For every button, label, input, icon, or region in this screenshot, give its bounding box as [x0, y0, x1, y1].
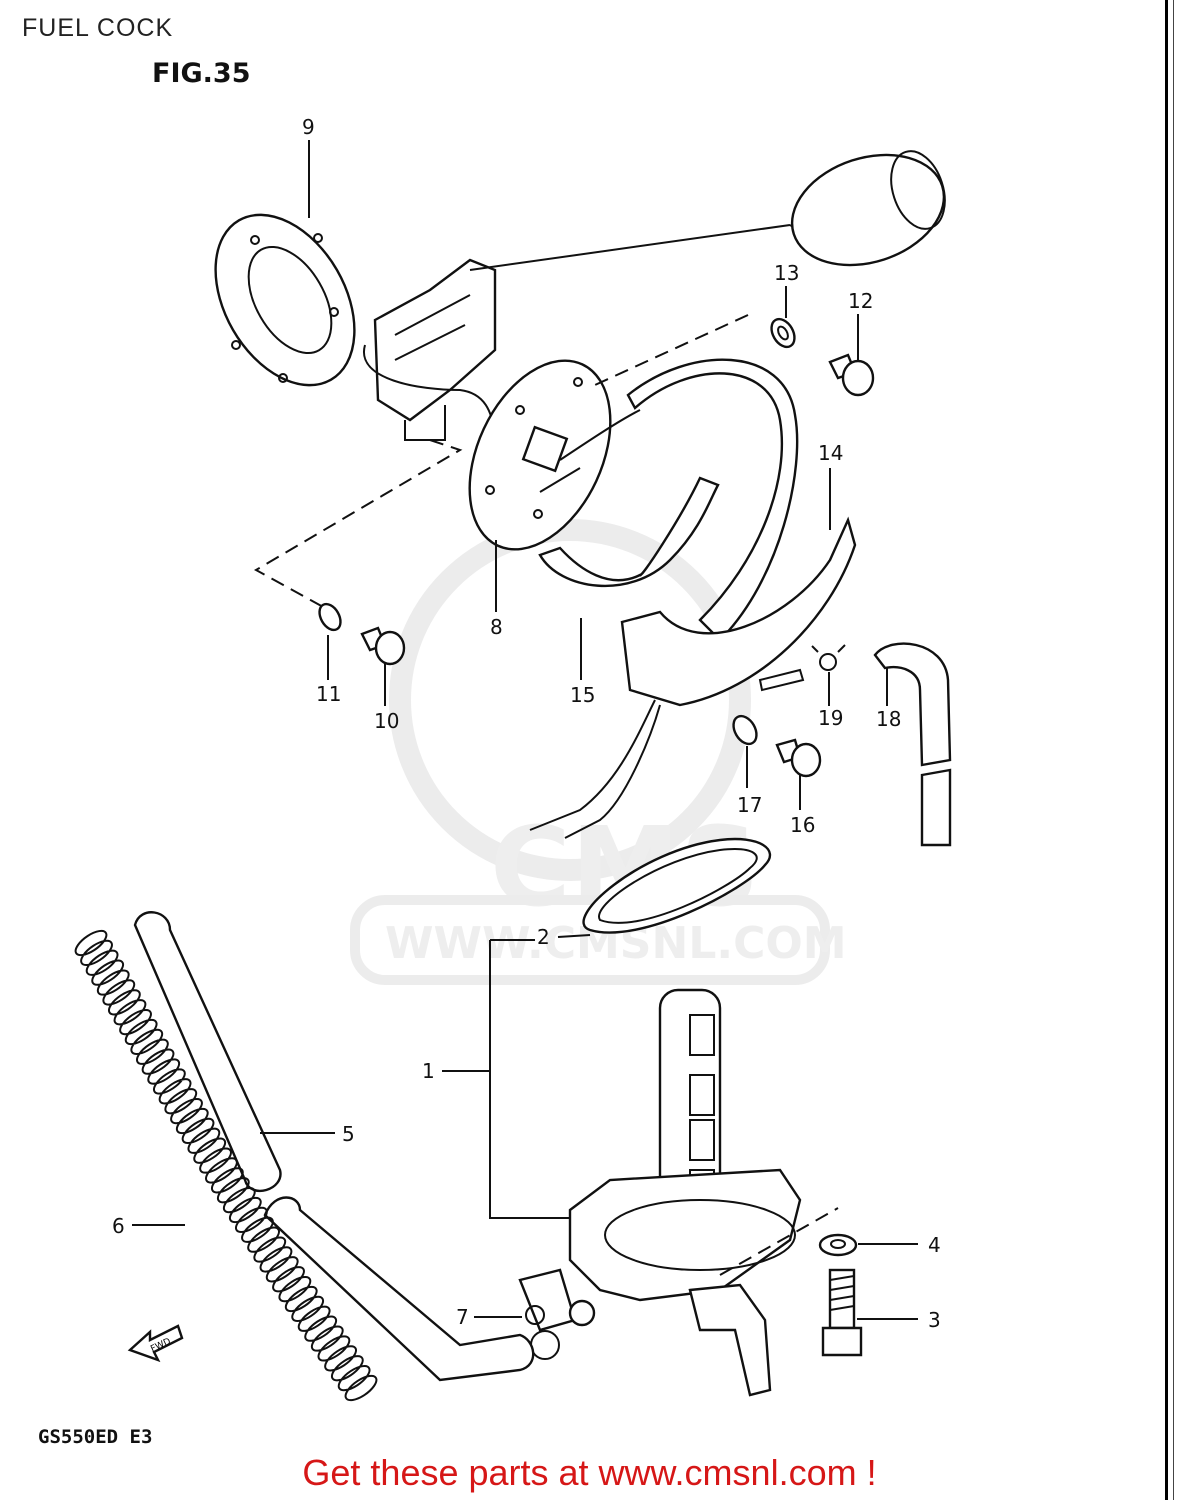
- screw-12: [828, 353, 875, 397]
- callout-12: 12: [848, 289, 873, 313]
- callout-10: 10: [374, 709, 399, 733]
- callout-9: 9: [302, 115, 315, 139]
- callout-15: 15: [570, 683, 595, 707]
- callout-17: 17: [737, 793, 762, 817]
- washer-4: [818, 1233, 858, 1257]
- assembly-line-left: [253, 439, 463, 609]
- figure-number: FIG.35: [152, 58, 251, 89]
- gasket-ring: [214, 213, 356, 387]
- callout-8: 8: [490, 615, 503, 639]
- promo-link[interactable]: Get these parts at www.cmsnl.com !: [302, 1452, 877, 1493]
- mounting-plate: [468, 359, 641, 551]
- model-code: GS550ED E3: [38, 1426, 153, 1448]
- fuel-sender-unit: [363, 150, 946, 441]
- callout-4: 4: [928, 1233, 941, 1257]
- callout-18: 18: [876, 707, 901, 731]
- wire-lead-a: [529, 699, 656, 831]
- spring-6: [74, 929, 378, 1402]
- callout-7: 7: [456, 1305, 469, 1329]
- washer-11: [318, 602, 342, 632]
- clip-19: [811, 644, 846, 671]
- callout-16: 16: [790, 813, 815, 837]
- callout-1: 1: [422, 1059, 435, 1083]
- bolt-3: [821, 1268, 863, 1357]
- spring-coil: [74, 929, 378, 1402]
- right-border: [1165, 0, 1168, 1500]
- section-title: FUEL COCK: [22, 14, 174, 42]
- callout-2: 2: [537, 925, 550, 949]
- assembly-line-bolt: [719, 1207, 839, 1276]
- callout-5: 5: [342, 1122, 355, 1146]
- o-ring-2: [582, 837, 772, 934]
- callout-19: 19: [818, 706, 843, 730]
- wire-lead-b: [564, 704, 661, 839]
- callout-14: 14: [818, 441, 843, 465]
- cover-14: [620, 516, 857, 707]
- callout-13: 13: [774, 261, 799, 285]
- leader-1: [442, 939, 570, 1219]
- cover-15: [538, 476, 720, 588]
- hose-18: [873, 642, 952, 847]
- fuel-cock-body: [518, 988, 802, 1397]
- assembly-line-top: [594, 314, 749, 386]
- callout-6: 6: [112, 1214, 125, 1238]
- screw-10: [360, 626, 406, 666]
- fwd-arrow-icon: FWD: [127, 1324, 184, 1363]
- screw-16: [775, 738, 822, 778]
- callout-11: 11: [316, 682, 341, 706]
- leader-2: [557, 934, 591, 938]
- washer-13: [770, 317, 796, 349]
- washer-17: [732, 714, 758, 746]
- callout-3: 3: [928, 1308, 941, 1332]
- right-edge-strip: [1173, 0, 1179, 1500]
